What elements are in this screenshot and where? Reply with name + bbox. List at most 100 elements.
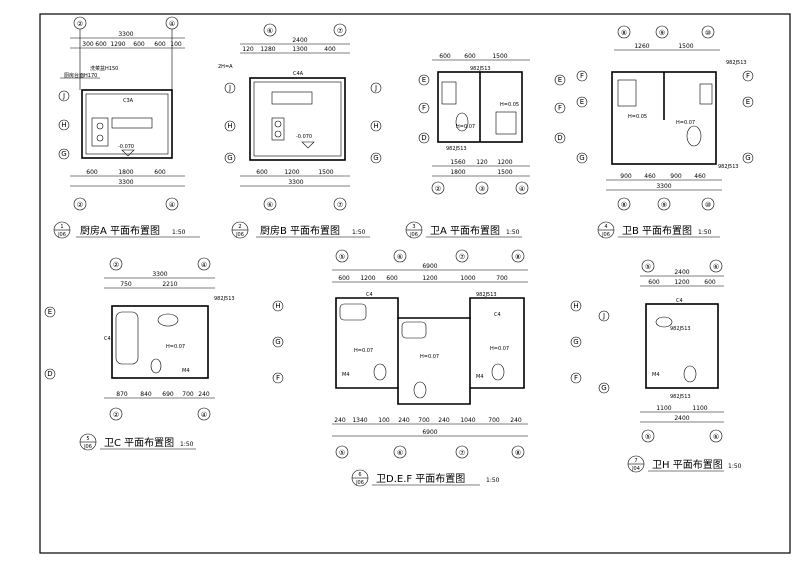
svg-text:E: E	[580, 98, 584, 106]
svg-text:1: 1	[60, 224, 63, 230]
note: 982J513	[670, 394, 691, 400]
svg-text:⑧: ⑧	[515, 449, 521, 457]
svg-text:E: E	[422, 76, 426, 84]
level-mark: -0.070	[118, 144, 134, 150]
level-mark: H=0.07	[420, 354, 439, 360]
axis-bubble: ⑥	[263, 23, 277, 37]
axis-bubble: ⑨	[657, 197, 671, 211]
axis-bubble: E	[576, 96, 588, 108]
svg-text:⑩: ⑩	[705, 29, 711, 37]
dim-overall: 1500	[497, 169, 512, 176]
svg-text:②: ②	[77, 201, 83, 209]
dim-overall: 2400	[292, 37, 307, 44]
axis-bubble: E	[44, 306, 56, 318]
dim: 600	[338, 275, 350, 282]
axis-bubble: G	[58, 148, 70, 160]
plan-bath-c: ② ④ 3300 750 2210 982J513 H=0.07 M4 C4 E…	[44, 257, 235, 451]
axis-bubble: ⑧	[617, 25, 631, 39]
axis-bubble: ②	[431, 181, 445, 195]
dim: 1200	[674, 279, 689, 286]
toilet	[373, 363, 387, 381]
dim: 1290	[110, 41, 125, 48]
svg-text:F: F	[558, 104, 562, 112]
axis-bubble: ⑦	[333, 197, 347, 211]
level-mark: H=0.07	[456, 124, 475, 130]
dim: 700	[488, 417, 500, 424]
axis-bubble: ⑥	[263, 197, 277, 211]
dim: 1560	[450, 159, 465, 166]
room-outline	[111, 305, 209, 379]
axis-bubble: F	[418, 102, 430, 114]
room-outline	[249, 77, 346, 161]
axis-bubble: ⑧	[617, 197, 631, 211]
window-label: C4	[366, 292, 373, 298]
basin	[655, 316, 673, 328]
svg-text:②: ②	[113, 411, 119, 419]
dim: 120	[476, 159, 488, 166]
dim: 300	[82, 41, 94, 48]
axis-bubble: F	[554, 102, 566, 114]
level-mark: H=0.07	[490, 346, 509, 352]
plan-title: 卫C 平面布置图	[104, 437, 174, 449]
axis-bubble: ⑦	[455, 249, 469, 263]
window-label: C3A	[123, 98, 134, 104]
plan-scale: 1:50	[172, 229, 186, 236]
dim-overall: 3300	[656, 183, 671, 190]
window-label: C4	[494, 312, 501, 318]
axis-bubble: ④	[197, 407, 211, 421]
dim-overall: 6900	[422, 263, 437, 270]
plan-bath-a: 600 600 1500 982J513 H=0.07 H=0.05 982J5…	[405, 53, 566, 239]
dim: 600	[256, 169, 268, 176]
svg-text:⑥: ⑥	[713, 433, 719, 441]
dim: 1040	[460, 417, 475, 424]
axis-bubble: ⑧	[511, 445, 525, 459]
level-mark: H=0.07	[166, 344, 185, 350]
dim: 240	[510, 417, 522, 424]
dim: 1100	[692, 405, 707, 412]
axis-bubble: ⑨	[655, 25, 669, 39]
svg-text:④: ④	[201, 411, 207, 419]
plan-title: 卫H 平面布置图	[652, 459, 723, 471]
dim: 1200	[422, 275, 437, 282]
svg-text:2: 2	[238, 224, 241, 230]
dim: 1800	[118, 169, 133, 176]
toilet	[683, 365, 697, 383]
level-mark: H=0.07	[676, 120, 695, 126]
dim-overall: 1800	[450, 169, 465, 176]
room-outline	[81, 89, 173, 159]
dim: 100	[170, 41, 182, 48]
plan-title: 卫D.E.F 平面布置图	[376, 473, 465, 485]
plan-title: 厨房B 平面布置图	[260, 224, 340, 237]
axis-bubble: E	[418, 74, 430, 86]
svg-text:6: 6	[358, 472, 361, 478]
svg-text:J: J	[374, 84, 377, 92]
dim-overall: 2400	[674, 415, 689, 422]
svg-text:②: ②	[77, 20, 83, 28]
axis-bubble: ⑤	[335, 249, 349, 263]
note: 982J513	[214, 296, 235, 302]
dim: 700	[182, 391, 194, 398]
axis-bubble: H	[272, 300, 284, 312]
dim: 750	[120, 281, 132, 288]
svg-text:⑨: ⑨	[661, 201, 667, 209]
toilet	[455, 112, 469, 132]
svg-text:⑤: ⑤	[339, 449, 345, 457]
svg-text:J06: J06	[235, 232, 244, 238]
dim: 840	[140, 391, 152, 398]
dim: 600	[648, 279, 660, 286]
axis-bubble: H	[370, 120, 382, 132]
axis-bubble: F	[576, 70, 588, 82]
svg-text:⑤: ⑤	[339, 253, 345, 261]
basin	[699, 83, 713, 105]
svg-text:G: G	[275, 338, 280, 346]
dim: 690	[162, 391, 174, 398]
dim: 700	[496, 275, 508, 282]
svg-text:G: G	[745, 154, 750, 162]
basin	[441, 81, 457, 105]
